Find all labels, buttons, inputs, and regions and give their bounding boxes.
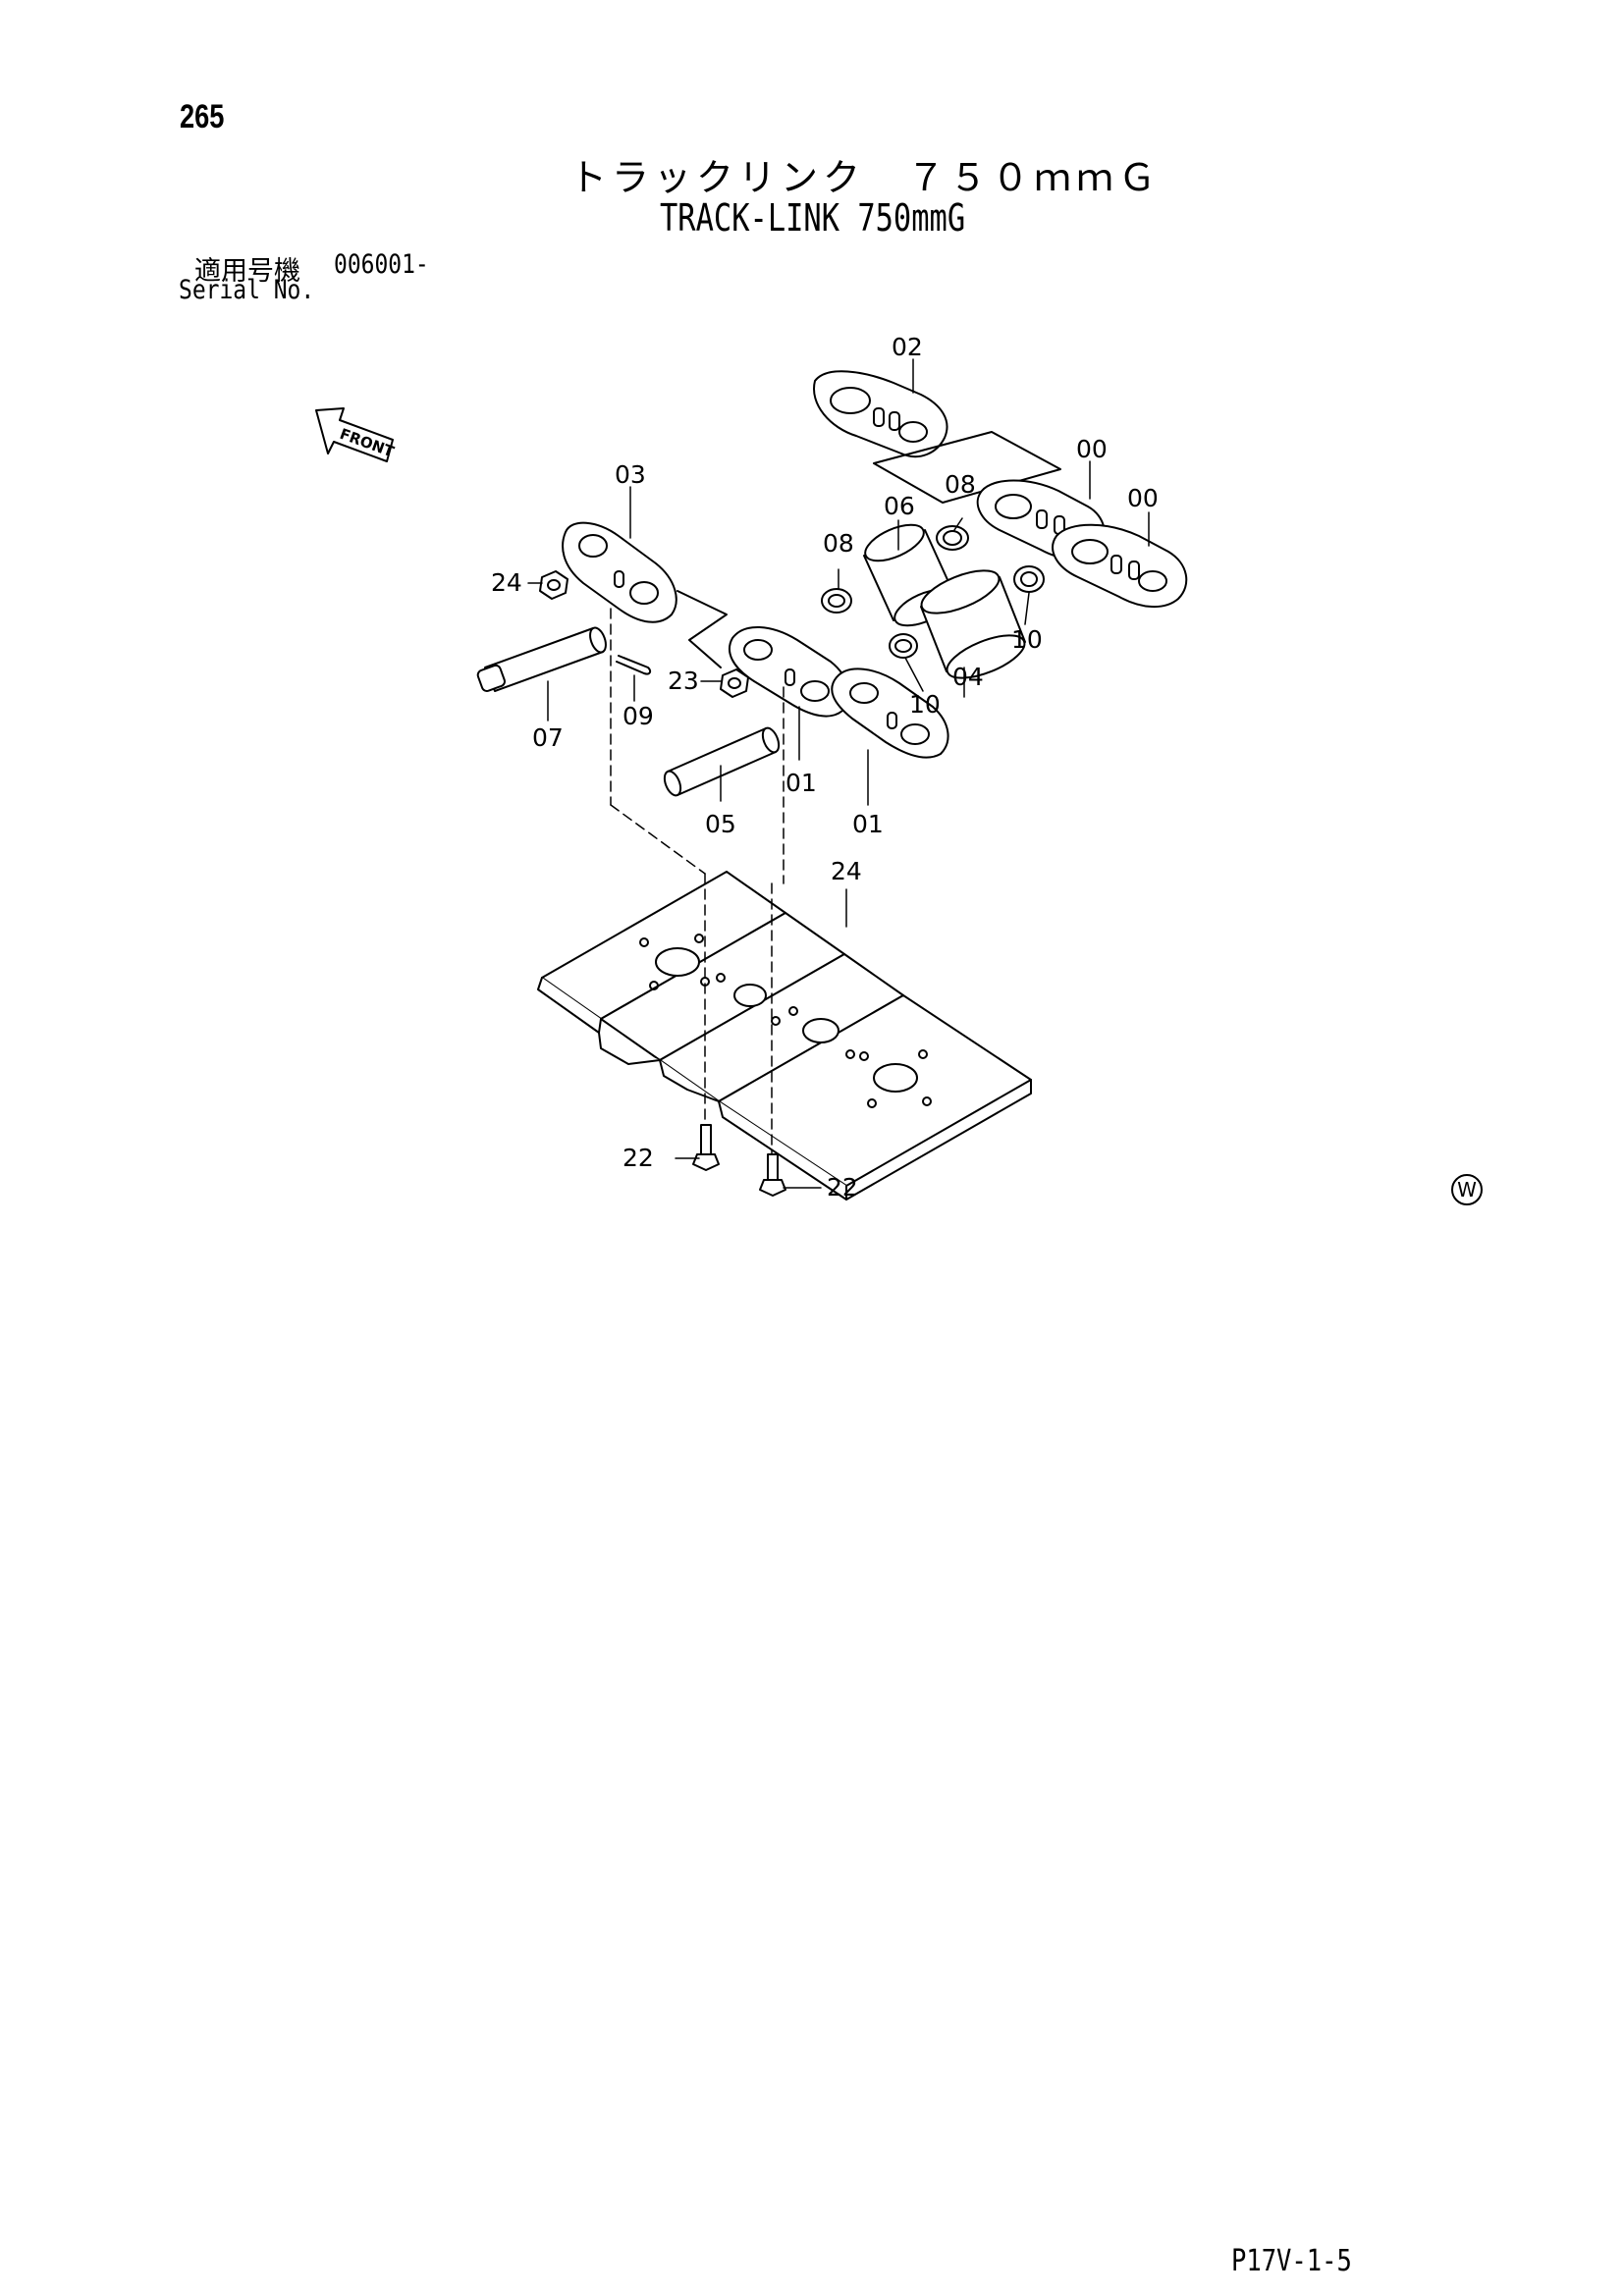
seal-08-a	[936, 525, 969, 551]
track-link-01-a	[728, 625, 850, 718]
callout-22-a: 22	[623, 1144, 654, 1172]
callout-10-a: 10	[1011, 625, 1043, 654]
footer-page-code: P17V-1-5	[1231, 2244, 1352, 2278]
seal-10-a	[1013, 565, 1045, 593]
callout-05: 05	[705, 810, 736, 838]
callout-08-b: 08	[823, 529, 854, 558]
track-shoe-plates	[537, 871, 1032, 1201]
page-number: 265	[180, 98, 225, 135]
callout-24-shoe: 24	[831, 857, 862, 885]
callout-01-b: 01	[852, 810, 884, 838]
callout-09: 09	[623, 702, 654, 730]
serial-label-english: Serial No.	[179, 275, 315, 305]
page-title-japanese: トラックリンク ７５０ｍｍＧ	[569, 156, 1162, 199]
callout-24-nut: 24	[491, 568, 522, 597]
seal-group-outline-left	[677, 590, 728, 668]
nut-24	[539, 570, 568, 600]
front-arrow-icon: FRONT	[315, 407, 397, 462]
pin-07	[476, 626, 607, 692]
callout-00-b: 00	[1127, 484, 1159, 512]
callout-22-b: 22	[827, 1173, 858, 1201]
seal-08-b	[821, 588, 852, 614]
bushing-04	[920, 569, 1026, 679]
serial-number: 006001-	[334, 249, 429, 280]
serial-label-japanese: 適用号機	[194, 256, 300, 287]
callout-08-a: 08	[945, 470, 976, 499]
callout-02: 02	[892, 333, 923, 361]
track-link-00-b	[1052, 523, 1188, 609]
pin-09	[616, 655, 652, 675]
page-title-english: TRACK-LINK 750mmG	[660, 196, 966, 240]
callout-10-b: 10	[909, 690, 941, 719]
bolt-22-b	[759, 1153, 786, 1197]
callout-07: 07	[532, 723, 564, 752]
track-link-02	[813, 370, 948, 458]
pin-05	[663, 726, 781, 797]
track-link-01-b	[831, 667, 949, 759]
callout-04: 04	[952, 663, 984, 691]
track-link-03	[562, 521, 677, 623]
callout-03: 03	[615, 460, 646, 489]
nut-23	[720, 668, 749, 698]
callout-00-a: 00	[1076, 435, 1108, 463]
callout-23: 23	[668, 667, 699, 695]
callout-01-a: 01	[785, 769, 817, 797]
seal-group-outline-top	[873, 431, 1061, 504]
w-circle-mark: W	[1451, 1174, 1483, 1205]
callout-leader-lines	[527, 358, 1150, 1189]
seal-10-b	[889, 633, 918, 659]
assembly-guide-lines	[610, 608, 785, 1155]
bolt-22-a	[692, 1124, 720, 1171]
callout-06: 06	[884, 492, 915, 520]
